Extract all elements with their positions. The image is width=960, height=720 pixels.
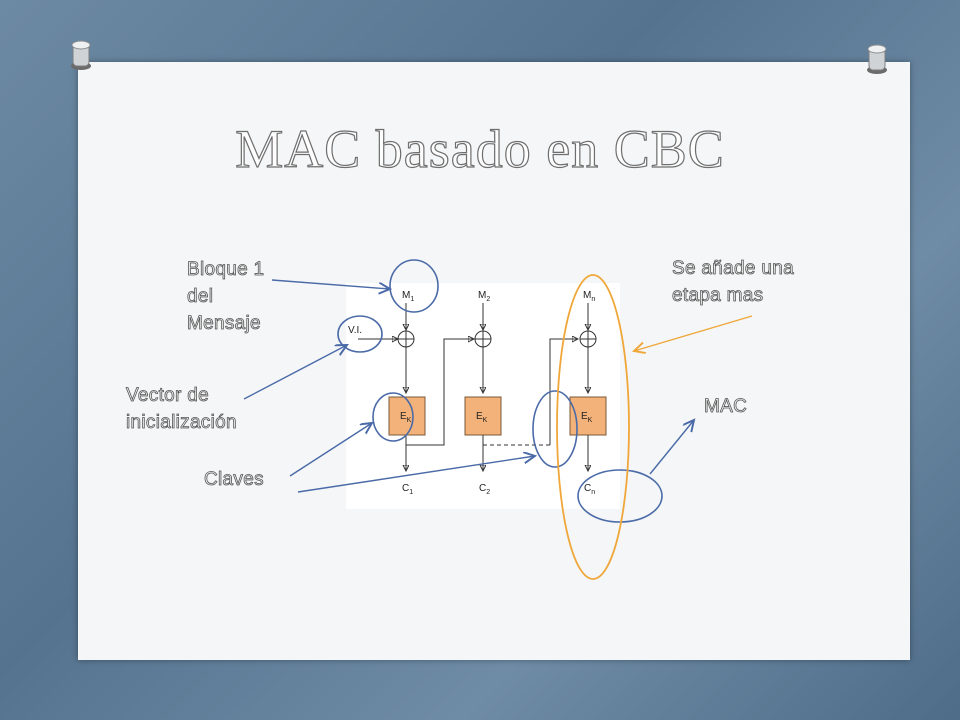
xor-n-icon (579, 330, 597, 348)
label-etapa-line1: Se añade una (672, 258, 794, 280)
cbc-diagram-svg: V.I. M1 EK C1 M2 EK C2 Mn (348, 290, 607, 496)
xor-1-icon (397, 330, 415, 348)
pushpin-left-icon (71, 40, 91, 70)
label-vector-line2: inicialización (126, 412, 237, 434)
cn-label: Cn (584, 483, 595, 496)
label-etapa-line2: etapa mas (672, 285, 764, 307)
label-bloque-line2: del (187, 286, 214, 308)
c1-label: C1 (402, 483, 413, 496)
label-vector-line1: Vector de (126, 385, 209, 407)
label-claves: Claves (204, 469, 264, 491)
pushpin-right-icon (867, 44, 887, 74)
chain-1-2 (406, 339, 474, 446)
label-etapa-extra: Se añade una etapa mas (672, 255, 794, 309)
label-bloque-line3: Mensaje (187, 313, 261, 335)
xor-2-icon (474, 330, 492, 348)
m1-label: M1 (402, 290, 414, 303)
label-bloque-mensaje: Bloque 1 del Mensaje (187, 256, 265, 337)
label-mac: MAC (704, 396, 748, 418)
encrypt-block-n (569, 396, 607, 436)
c2-label: C2 (479, 483, 490, 496)
label-vector-inicializacion: Vector de inicialización (126, 382, 237, 436)
iv-label: V.I. (348, 325, 362, 336)
cbc-diagram: V.I. M1 EK C1 M2 EK C2 Mn (346, 283, 620, 509)
encrypt-block-2 (464, 396, 502, 436)
slide-title: MAC basado en CBC (235, 118, 725, 179)
mn-label: Mn (583, 290, 595, 303)
label-bloque-line1: Bloque 1 (187, 259, 265, 281)
e2-label: EK (476, 411, 488, 424)
encrypt-block-1 (388, 396, 426, 436)
m2-label: M2 (478, 290, 490, 303)
